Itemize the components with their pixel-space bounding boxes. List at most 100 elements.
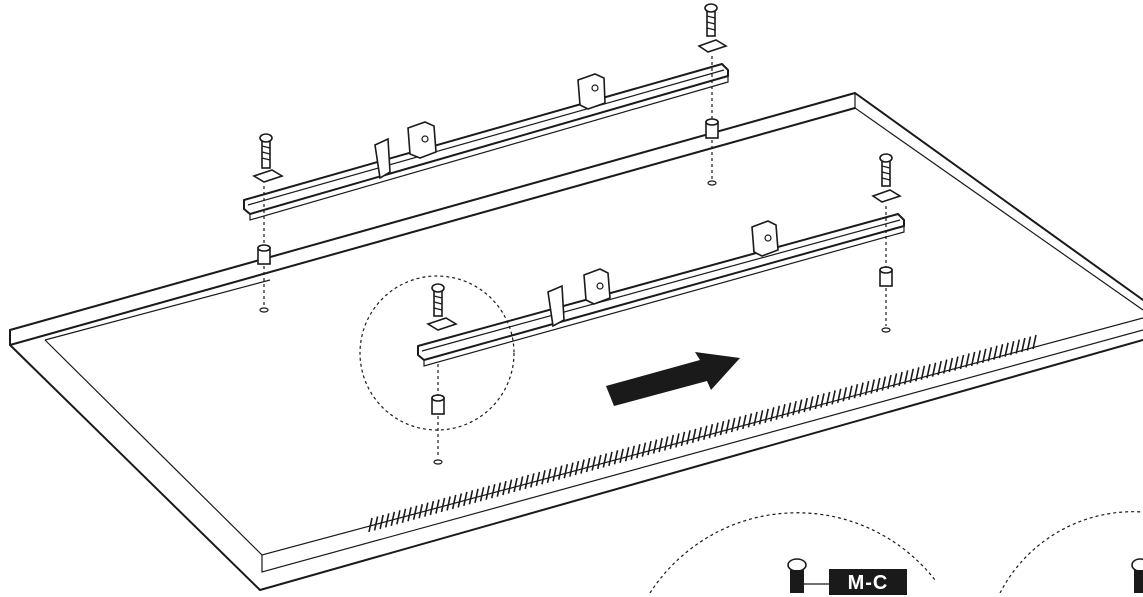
vent-slot xyxy=(390,511,396,527)
screw-icon xyxy=(259,133,273,169)
vent-slot xyxy=(513,477,518,493)
vent-slot xyxy=(786,402,792,417)
vent-slot xyxy=(948,357,954,373)
vent-slot xyxy=(663,436,669,451)
vent-slot xyxy=(781,404,786,419)
vent-slot xyxy=(652,439,658,454)
vent-slot xyxy=(647,440,652,456)
vent-slot xyxy=(418,503,424,519)
vent-slot xyxy=(998,344,1004,359)
vent-slot xyxy=(1021,337,1026,353)
vent-slot xyxy=(658,437,663,453)
vent-slot xyxy=(440,497,446,513)
vent-slot xyxy=(875,377,881,393)
vent-slot xyxy=(457,493,463,508)
vent-slot xyxy=(719,420,725,436)
vent-slot xyxy=(1026,336,1032,351)
vent-slot xyxy=(892,373,898,388)
vent-slot xyxy=(535,471,541,487)
spacer-icon xyxy=(879,266,893,287)
vent-slot xyxy=(686,430,691,445)
screw-icon xyxy=(1131,558,1143,593)
vent-slot xyxy=(384,513,390,528)
vent-slot xyxy=(557,465,563,480)
vent-slot xyxy=(435,499,440,514)
vent-slot xyxy=(803,397,809,413)
vent-slots xyxy=(368,334,1037,533)
vent-slot xyxy=(959,354,965,370)
vent-slot xyxy=(424,502,429,517)
vent-slot xyxy=(725,419,730,434)
vent-slot xyxy=(775,405,781,420)
vent-slot xyxy=(909,368,915,383)
vent-slot xyxy=(669,434,675,450)
vent-slot xyxy=(490,484,496,499)
vent-slot xyxy=(636,444,641,459)
vent-slot xyxy=(915,367,920,382)
vent-slot xyxy=(591,456,596,471)
vent-slot xyxy=(753,411,758,427)
vent-slot xyxy=(1015,339,1021,354)
vent-slot xyxy=(809,396,814,411)
vent-slot xyxy=(474,488,479,503)
vent-slot xyxy=(407,507,412,522)
mounting-rail-lower xyxy=(417,189,905,367)
vent-slot xyxy=(931,362,937,377)
callout-circle-left xyxy=(649,512,936,593)
screw-icon xyxy=(787,558,829,593)
vent-slot xyxy=(842,387,848,402)
vent-slot xyxy=(541,470,546,485)
vent-slot xyxy=(569,462,574,477)
vent-slot xyxy=(1004,342,1009,357)
vent-slot xyxy=(965,353,970,368)
vent-slot xyxy=(792,400,797,416)
vent-slot xyxy=(903,370,909,385)
vent-slot xyxy=(496,482,502,497)
vent-slot xyxy=(881,376,887,391)
vent-slot xyxy=(379,514,384,530)
vent-slot xyxy=(630,445,636,460)
screw-icon xyxy=(431,283,445,317)
mounting-rail-upper xyxy=(243,39,729,221)
vent-slot xyxy=(546,468,552,483)
vent-slot xyxy=(368,517,373,533)
vent-slot xyxy=(730,417,736,433)
vent-slot xyxy=(820,393,825,408)
vent-slot xyxy=(479,487,485,502)
vent-slot xyxy=(574,460,580,476)
vent-slot xyxy=(675,433,680,448)
vent-slot xyxy=(814,394,820,410)
vent-slot xyxy=(552,467,557,482)
vent-slot xyxy=(831,390,836,405)
vent-slot xyxy=(920,365,926,380)
direction-arrow-icon xyxy=(606,352,740,406)
vent-slot xyxy=(758,410,764,425)
vent-slot xyxy=(563,464,569,479)
spacer-icon xyxy=(431,394,445,415)
vent-slot xyxy=(1032,334,1037,350)
vent-slot xyxy=(976,350,981,365)
vent-slot xyxy=(373,516,379,531)
vent-slot xyxy=(396,510,401,525)
vent-slot xyxy=(446,496,451,511)
vent-slot xyxy=(429,500,435,516)
vent-slot xyxy=(585,457,591,473)
vent-slot xyxy=(708,424,714,439)
vent-slot xyxy=(507,479,513,494)
vent-slot xyxy=(641,442,647,457)
screw-icon xyxy=(879,153,893,187)
vent-slot xyxy=(981,348,987,364)
vent-slot xyxy=(451,494,457,510)
vent-slot xyxy=(764,408,769,423)
vent-slot xyxy=(797,399,803,414)
vent-slot xyxy=(898,371,903,387)
screw-icon xyxy=(704,3,718,37)
vent-slot xyxy=(596,454,602,470)
vent-slot xyxy=(613,450,619,465)
vent-slot xyxy=(987,347,993,362)
vent-slot xyxy=(691,428,697,443)
vent-slot xyxy=(954,356,959,371)
vent-slot xyxy=(870,379,875,394)
vent-slot xyxy=(970,351,976,367)
